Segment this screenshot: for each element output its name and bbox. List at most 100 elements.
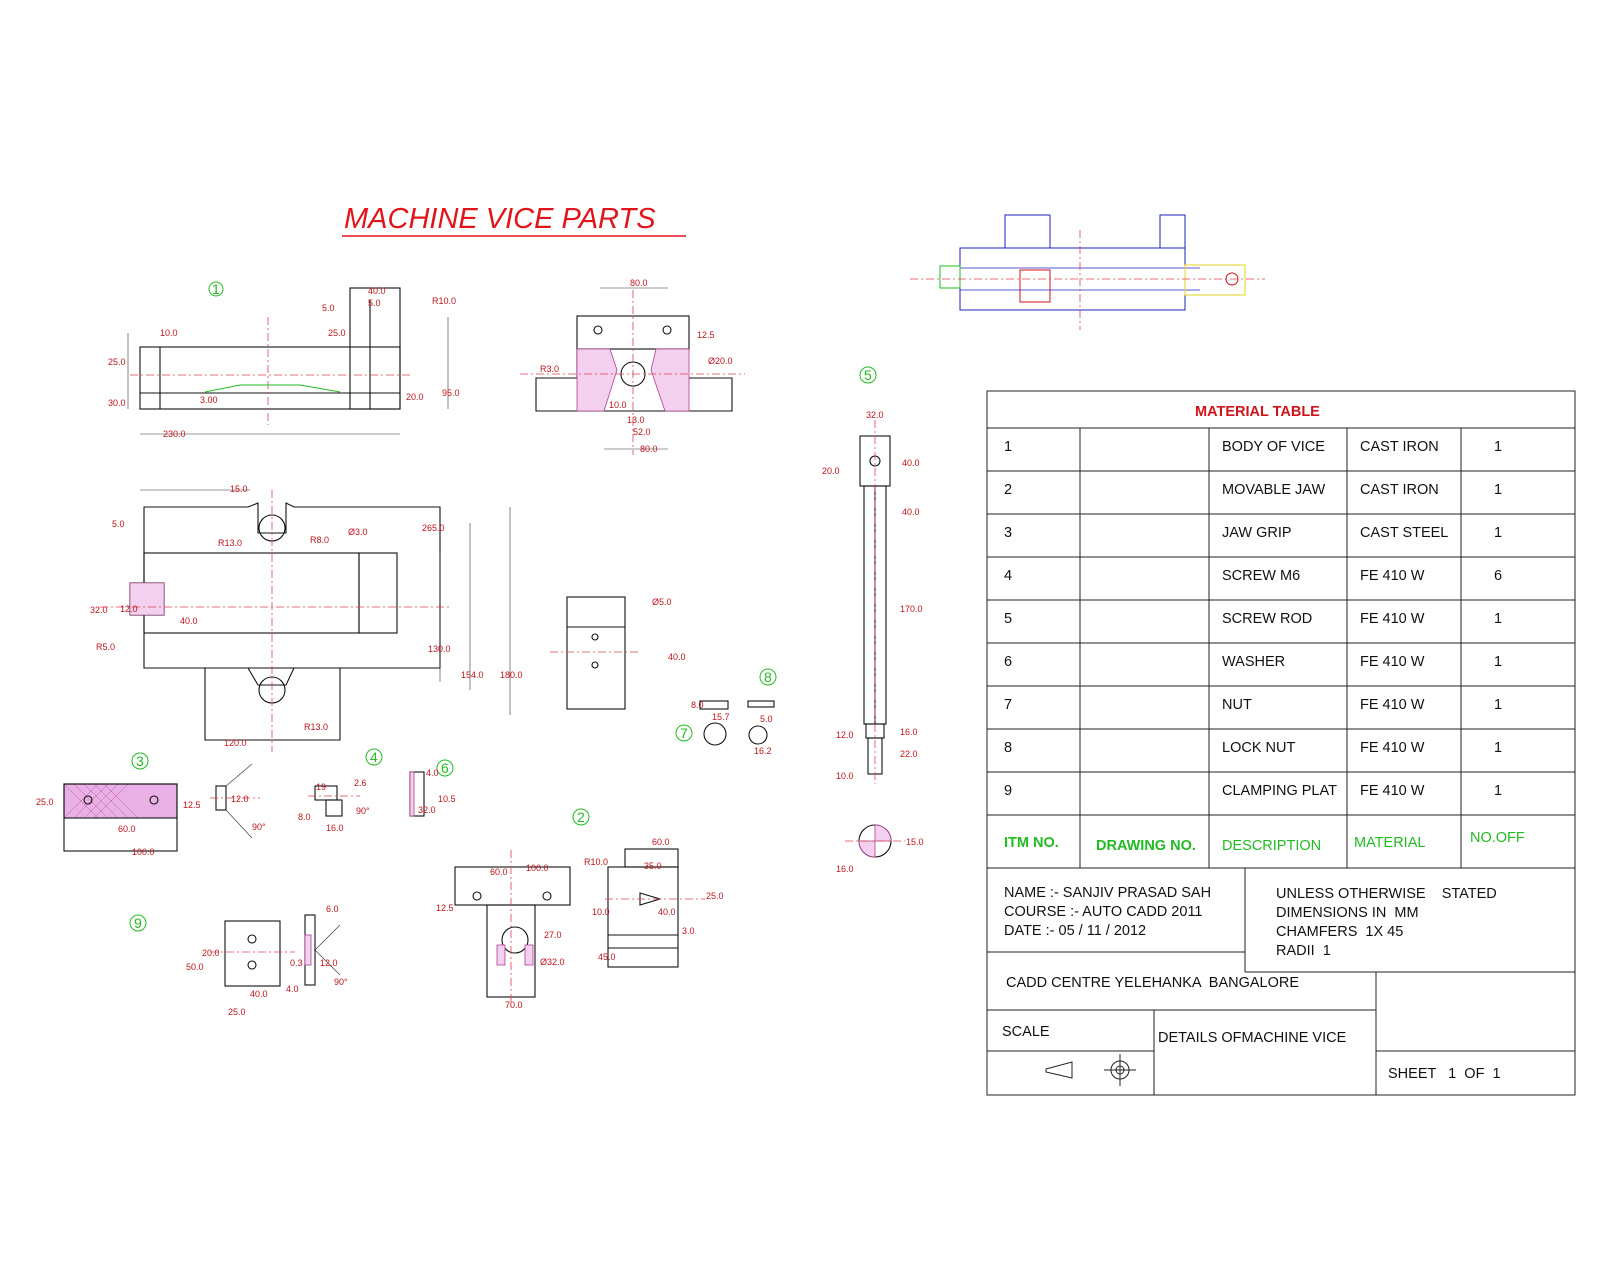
table-cell: CAST IRON <box>1360 439 1439 455</box>
dimension-label: 3.00 <box>200 395 218 405</box>
dimension-label: 12.5 <box>183 800 201 810</box>
dimension-label: 120.0 <box>224 738 247 748</box>
dimension-label: 27.0 <box>544 930 562 940</box>
dimension-label: 40.0 <box>668 652 686 662</box>
dimension-label: 12.0 <box>231 794 249 804</box>
dimension-label: 35.0 <box>644 861 662 871</box>
part-number-1: 1 <box>212 281 220 297</box>
table-cell: CAST STEEL <box>1360 525 1448 541</box>
dimension-label: 40.0 <box>180 616 198 626</box>
dimension-label: 30.0 <box>108 398 126 408</box>
dimension-label: 4.0 <box>286 984 299 994</box>
dimension-label: 100.0 <box>526 863 549 873</box>
table-cell: MOVABLE JAW <box>1222 482 1325 498</box>
author-name: NAME :- SANJIV PRASAD SAH <box>1004 885 1211 901</box>
table-cell: 8 <box>1004 740 1012 756</box>
table-cell: SCREW M6 <box>1222 568 1300 584</box>
part-4-screw <box>308 785 360 817</box>
table-cell: ITM NO. <box>1004 835 1059 851</box>
part-number-labels: 1 2 3 4 5 6 7 8 9 <box>129 281 877 932</box>
part-5-screw-rod <box>845 420 905 858</box>
dimension-label: 25.0 <box>706 891 724 901</box>
table-cell: FE 410 W <box>1360 654 1425 670</box>
dimension-label: 32.0 <box>866 410 884 420</box>
title-block: NAME :- SANJIV PRASAD SAH COURSE :- AUTO… <box>1002 885 1501 1082</box>
dimension-label: 265.0 <box>422 523 445 533</box>
dimension-label: 25.0 <box>108 357 126 367</box>
table-cell: FE 410 W <box>1360 568 1425 584</box>
dimension-label: 16.2 <box>754 746 772 756</box>
dimension-label: 8.0 <box>298 812 311 822</box>
dimension-label: 60.0 <box>490 867 508 877</box>
table-cell: 7 <box>1004 697 1012 713</box>
table-cell: 1 <box>1494 439 1502 455</box>
table-cell: 6 <box>1494 568 1502 584</box>
dimension-label: 10.5 <box>438 794 456 804</box>
dimension-label: 90° <box>252 822 266 832</box>
table-cell: 1 <box>1494 740 1502 756</box>
dimension-label: 154.0 <box>461 670 484 680</box>
dimension-label: Ø32.0 <box>540 957 565 967</box>
dimension-label: 70.0 <box>505 1000 523 1010</box>
table-cell: 1 <box>1494 482 1502 498</box>
dimension-label: 8.0 <box>691 700 704 710</box>
dimension-label: 170.0 <box>900 604 923 614</box>
institute: CADD CENTRE YELEHANKA BANGALORE <box>1006 975 1299 991</box>
table-cell: 4 <box>1004 568 1012 584</box>
table-cell: FE 410 W <box>1360 697 1425 713</box>
table-cell: BODY OF VICE <box>1222 439 1325 455</box>
table-cell: CLAMPING PLAT <box>1222 783 1337 799</box>
dimension-label: 40.0 <box>902 507 920 517</box>
dimension-label: 2.6 <box>354 778 367 788</box>
part-number-3: 3 <box>136 753 144 769</box>
dimension-label: 4.0 <box>426 768 439 778</box>
part-6-washer <box>409 771 425 817</box>
part-number-7: 7 <box>680 725 688 741</box>
table-cell: 5 <box>1004 611 1012 627</box>
course: COURSE :- AUTO CADD 2011 <box>1004 904 1203 920</box>
dimension-label: 90° <box>334 977 348 987</box>
drawing-title-block: DETAILS OFMACHINE VICE <box>1158 1030 1347 1046</box>
date: DATE :- 05 / 11 / 2012 <box>1004 923 1146 939</box>
table-cell: 1 <box>1494 654 1502 670</box>
dimension-label: 10.0 <box>836 771 854 781</box>
material-table <box>986 390 1576 1096</box>
part-8-lock-nut <box>747 700 775 745</box>
dimension-label: 20.0 <box>406 392 424 402</box>
part-7-nut <box>699 700 729 746</box>
dimension-label: 95.0 <box>442 388 460 398</box>
side-block-view <box>550 596 640 710</box>
dimension-label: 40.0 <box>368 286 386 296</box>
dimension-label: 22.0 <box>900 749 918 759</box>
dimension-label: Ø3.0 <box>348 527 368 537</box>
dimension-label: 32.0 <box>418 805 436 815</box>
dimension-label: 180.0 <box>500 670 523 680</box>
dimension-label: 40.0 <box>250 989 268 999</box>
table-cell: 1 <box>1494 525 1502 541</box>
dimension-label: R5.0 <box>96 642 115 652</box>
table-cell: 1 <box>1494 783 1502 799</box>
dimension-label: 52.0 <box>633 427 651 437</box>
table-cell: 1 <box>1494 611 1502 627</box>
table-cell: CHAMFERS 1X 45 <box>1276 924 1403 940</box>
dimension-label: 15.0 <box>230 484 248 494</box>
dimension-label: 45.0 <box>598 952 616 962</box>
part-2-movable-jaw <box>454 848 705 1010</box>
dimension-label: 16.0 <box>326 823 344 833</box>
part-number-6: 6 <box>441 760 449 776</box>
dimension-label: R10.0 <box>584 857 608 867</box>
dimension-label: R13.0 <box>218 538 242 548</box>
dimension-label: 19 <box>316 782 326 792</box>
assembly-view <box>910 214 1265 330</box>
dimension-label: 12.0 <box>120 604 138 614</box>
dimension-label: 6.0 <box>326 904 339 914</box>
dimension-label: 100.0 <box>132 847 155 857</box>
table-cell: MATERIAL <box>1354 835 1425 851</box>
part-number-8: 8 <box>764 669 772 685</box>
table-cell: FE 410 W <box>1360 783 1425 799</box>
dimension-label: 5.0 <box>112 519 125 529</box>
table-cell: SCREW ROD <box>1222 611 1312 627</box>
dimension-label: 130.0 <box>428 644 451 654</box>
table-cell: WASHER <box>1222 654 1285 670</box>
